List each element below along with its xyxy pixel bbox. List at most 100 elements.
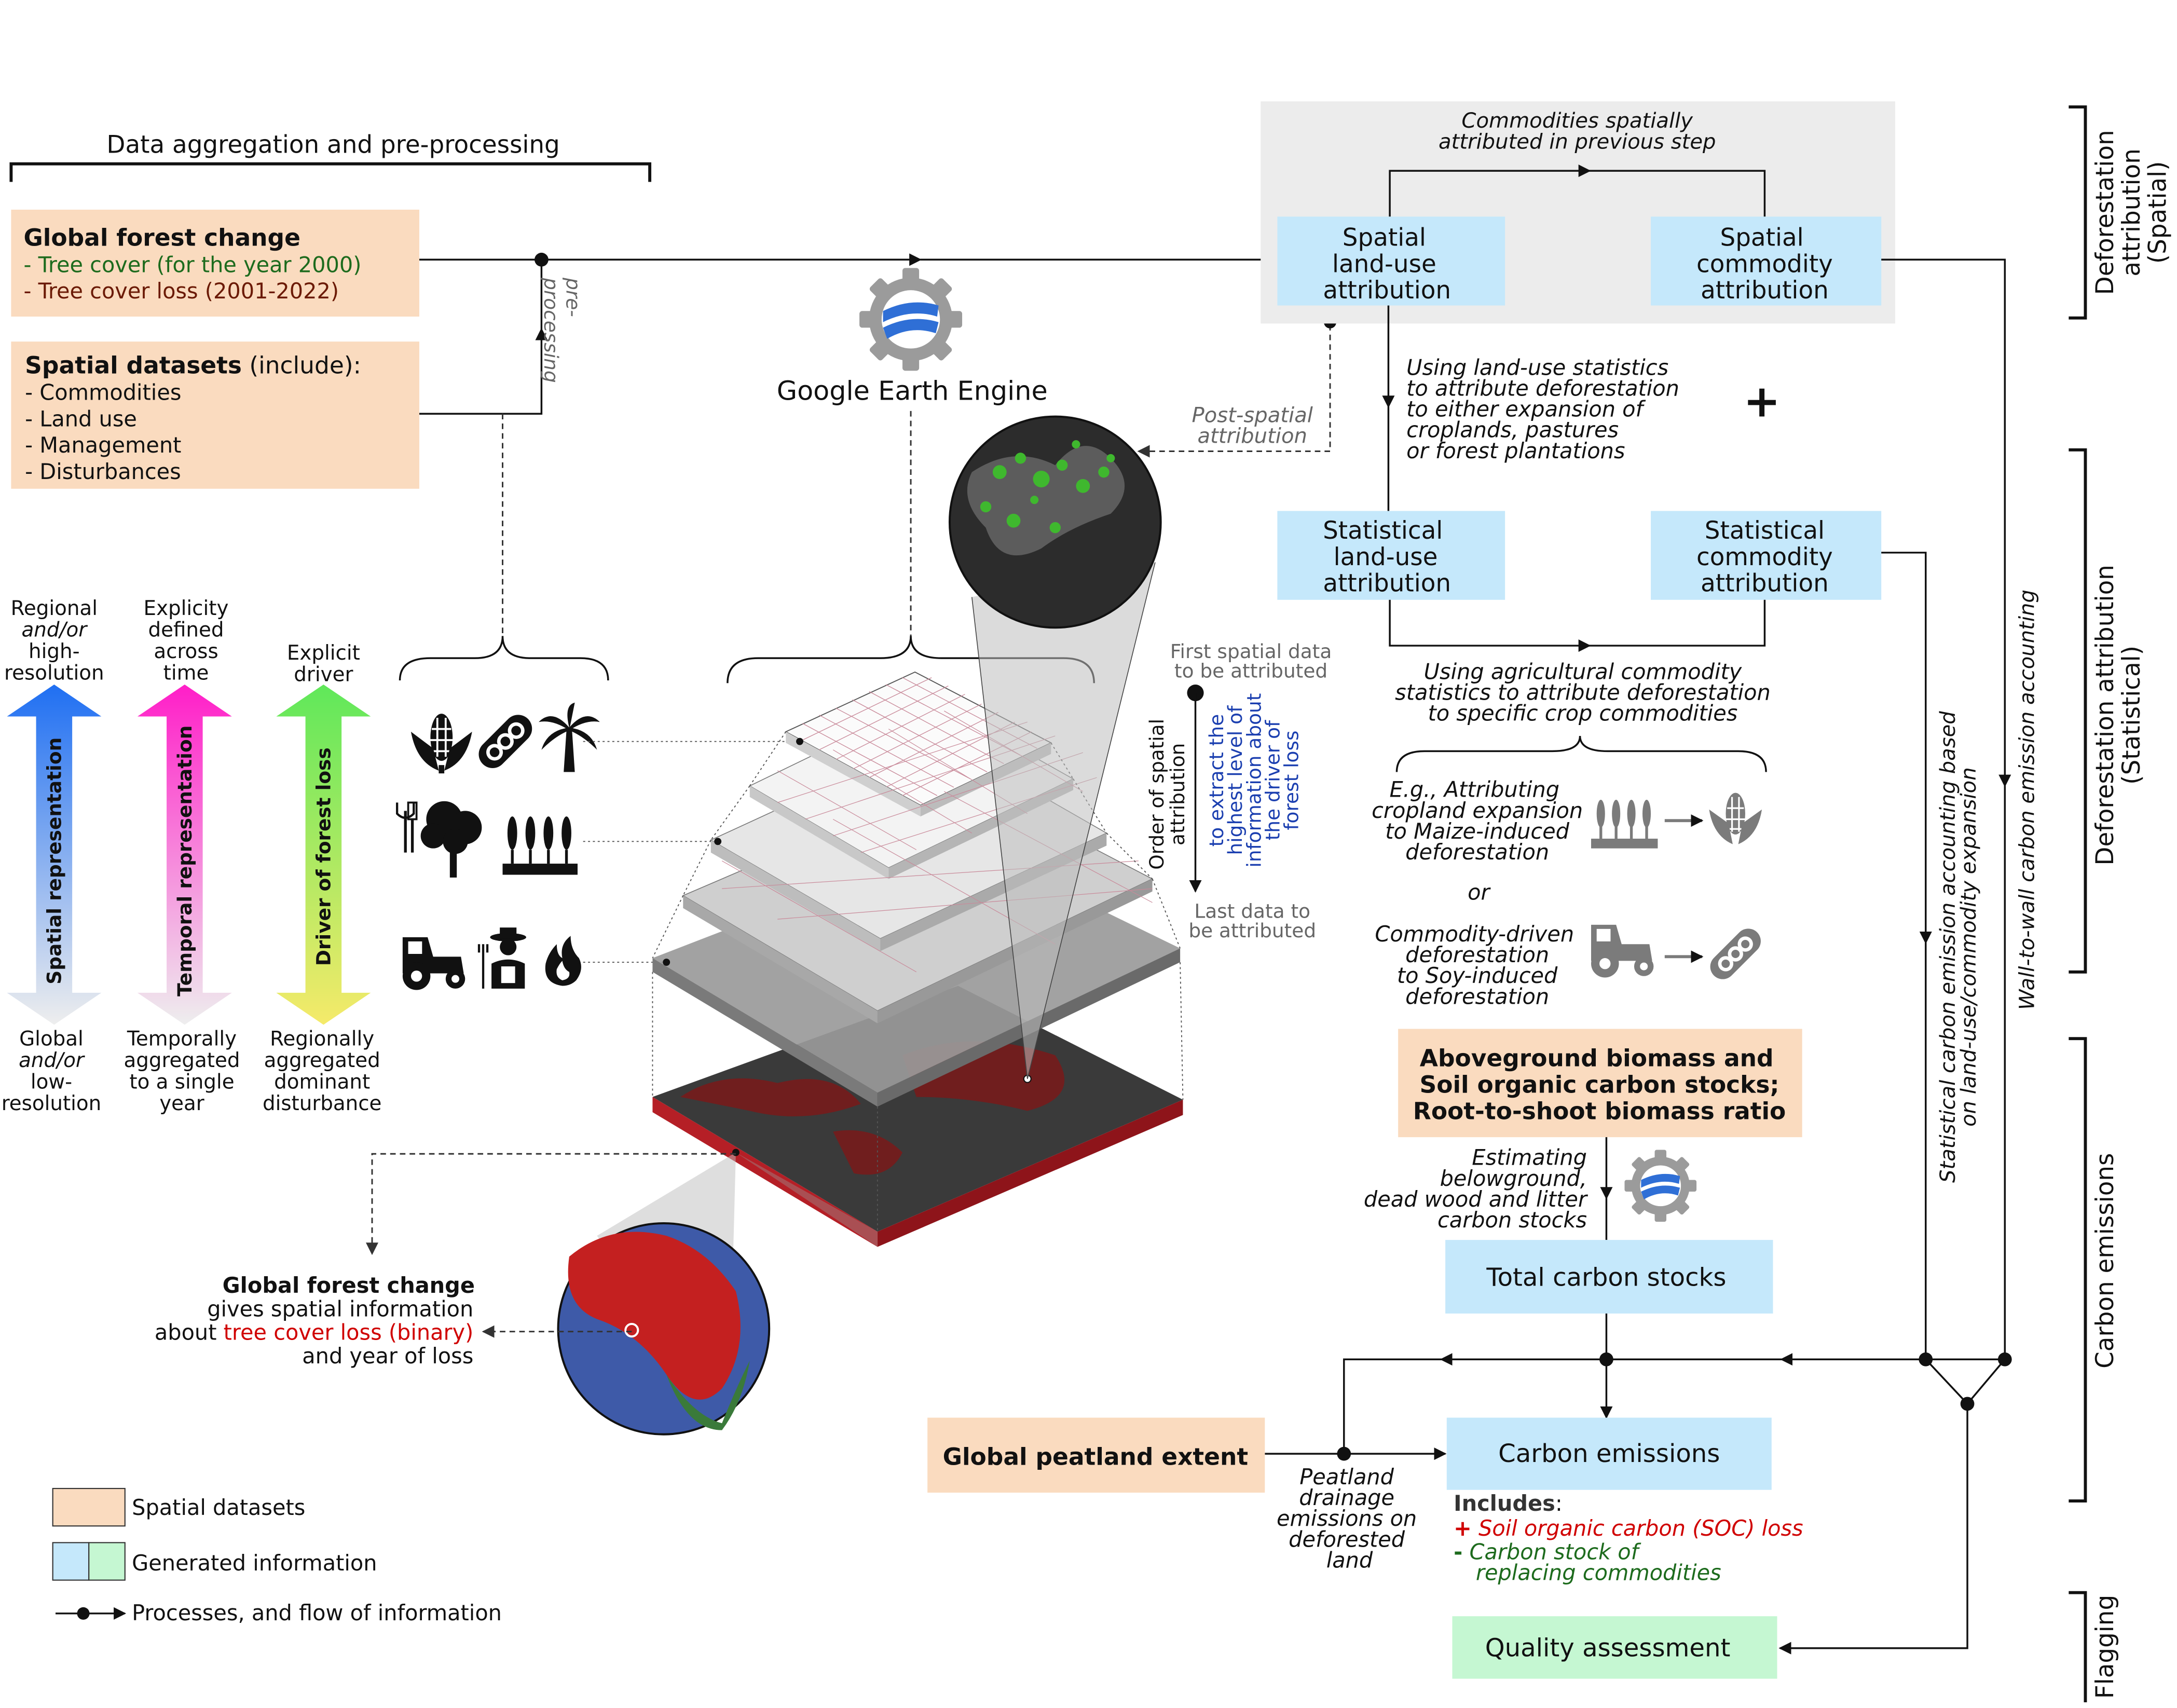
spatial-item: - Commodities bbox=[25, 380, 181, 405]
statistical-section-bracket bbox=[2069, 448, 2087, 974]
order-explanation: to extract thehighest level ofinformatio… bbox=[1205, 693, 1303, 868]
post-spatial-dashed-arrow bbox=[1137, 325, 1331, 458]
header-bracket bbox=[9, 162, 652, 182]
panel-arrow bbox=[1389, 165, 1591, 217]
merge-lines bbox=[1925, 1359, 2006, 1405]
statistical-arrow bbox=[1389, 599, 1591, 652]
spatial-representation-label: Spatial representation bbox=[43, 737, 66, 985]
statistical-commodity-box bbox=[1651, 511, 1882, 600]
spatial-item: - Disturbances bbox=[25, 459, 181, 484]
tractor-icon bbox=[402, 937, 465, 990]
driver-forest-loss-label: Driver of forest loss bbox=[312, 747, 335, 966]
gfc-note-title: Global forest change bbox=[223, 1273, 475, 1298]
gfc-note-line2: gives spatial information bbox=[207, 1296, 473, 1321]
gfc-note-line4: and year of loss bbox=[302, 1344, 473, 1369]
zoom-line bbox=[1027, 562, 1156, 1079]
or-label: or bbox=[1468, 880, 1491, 905]
fire-icon bbox=[545, 936, 581, 986]
legend-process-label: Processes, and flow of information bbox=[132, 1601, 502, 1625]
gee-label: Google Earth Engine bbox=[777, 376, 1048, 406]
includes-label: Includes: bbox=[1454, 1491, 1563, 1516]
zoom-cone-top bbox=[971, 562, 1155, 1079]
palm-tree-icon bbox=[539, 702, 600, 772]
layer-1-marker bbox=[796, 737, 803, 745]
temporal-representation-arrow bbox=[137, 684, 232, 1025]
plus-icon: + bbox=[1743, 376, 1781, 428]
carbon-section-label: Carbon emissions bbox=[2091, 1153, 2119, 1369]
flagging-section-label: Flagging bbox=[2091, 1595, 2119, 1699]
tractor-icon bbox=[1591, 924, 1654, 978]
carbon-emissions-box bbox=[1446, 1417, 1772, 1490]
farmer-icon bbox=[477, 927, 526, 989]
legend-generated-swatch-blue bbox=[52, 1542, 90, 1581]
legend-spatial-label: Spatial datasets bbox=[132, 1495, 305, 1520]
legend-spatial-swatch bbox=[52, 1487, 126, 1527]
statistical-landuse-box bbox=[1277, 511, 1505, 600]
legend-generated-label: Generated information bbox=[132, 1551, 377, 1576]
spatial-datasets-box bbox=[11, 341, 419, 489]
panel-line bbox=[1582, 170, 1766, 217]
layer-1-edge bbox=[749, 786, 889, 879]
header-title: Data aggregation and pre-processing bbox=[106, 131, 559, 159]
corn-icon bbox=[1709, 792, 1762, 844]
layer-4-marker bbox=[663, 959, 670, 966]
spatial-item: - Land use bbox=[25, 406, 137, 431]
quality-assessment-label: Quality assessment bbox=[1485, 1634, 1731, 1663]
wall-to-wall-arrow bbox=[1881, 258, 2011, 787]
spatial-item: - Management bbox=[25, 433, 181, 458]
total-carbon-label: Total carbon stocks bbox=[1486, 1263, 1726, 1292]
gfc-note-dashed-arrow bbox=[365, 1153, 736, 1255]
layer-grid-lines bbox=[721, 710, 1153, 973]
gfc-dataset-box bbox=[11, 209, 419, 317]
garden-tools-icon bbox=[396, 801, 418, 853]
gee-logo-icon bbox=[859, 268, 963, 371]
statistical-section-label: Deforestation attribution(Statistical) bbox=[2091, 565, 2146, 865]
top-grid-edge bbox=[786, 731, 921, 817]
legend-process-node bbox=[77, 1607, 90, 1620]
wheat-field-icon bbox=[502, 816, 578, 875]
corn-icon bbox=[410, 714, 472, 774]
quality-assessment-box bbox=[1452, 1616, 1777, 1679]
preprocessing-label: pre-processing bbox=[540, 277, 585, 383]
legend-generated-swatch-green bbox=[88, 1542, 126, 1581]
carbon-emissions-label: Carbon emissions bbox=[1498, 1439, 1720, 1468]
gee-logo-icon bbox=[1624, 1150, 1697, 1222]
quality-arrow bbox=[1778, 1403, 1968, 1655]
layer-3-edge bbox=[683, 895, 878, 1023]
examples-brace bbox=[1395, 735, 1767, 772]
world-map-layer bbox=[652, 986, 1183, 1247]
order-label: Order of spatialattribution bbox=[1145, 719, 1189, 870]
driver-forest-loss-arrow bbox=[276, 684, 371, 1025]
wheat-field-icon bbox=[1591, 800, 1658, 849]
icons-brace bbox=[399, 636, 609, 680]
spatial-landuse-box bbox=[1277, 216, 1505, 306]
peatland-label: Global peatland extent bbox=[943, 1443, 1248, 1471]
zoom-line bbox=[971, 597, 1028, 1079]
gfc-item-tree-cover: - Tree cover (for the year 2000) bbox=[23, 252, 361, 277]
wall-to-wall-label: Wall-to-wall carbon emission accounting bbox=[2015, 590, 2039, 1010]
biomass-dataset-box bbox=[1398, 1029, 1802, 1138]
spatial-representation-arrow bbox=[7, 684, 102, 1025]
trees-icon bbox=[420, 801, 482, 878]
includes-carbon-stock: - Carbon stock of bbox=[1454, 1539, 1641, 1564]
gfc-note-line3: about tree cover loss (binary) bbox=[155, 1320, 473, 1345]
